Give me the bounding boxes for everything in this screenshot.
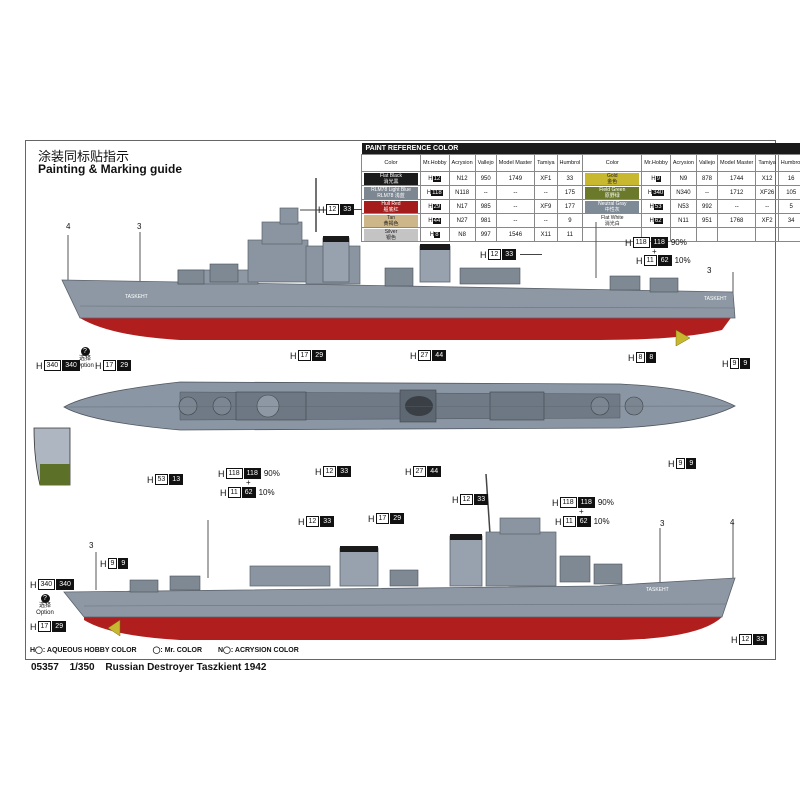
title-english: Painting & Marking guide: [38, 162, 183, 176]
plus-sign: +: [652, 247, 657, 256]
mark-3: 3: [660, 519, 665, 528]
side-profile-top: TASKEHT TASKEHT: [61, 178, 736, 347]
title-chinese: 涂装同标贴指示: [38, 150, 130, 165]
acrysion-code: N8: [448, 227, 476, 242]
hull-name-top-stern: TASKEHT: [704, 296, 727, 302]
col-header: Tamiya: [534, 154, 558, 172]
legend-mr-color: ◯: Mr. COLOR: [152, 647, 203, 654]
funnel-1: [322, 237, 350, 283]
hull-name-bottom: TASKEHT: [646, 587, 669, 593]
plan-view: [63, 381, 736, 431]
hull-name-top: TASKEHT: [125, 294, 148, 300]
empty-cell: [777, 227, 800, 242]
paint-table-heading: PAINT REFERENCE COLOR: [361, 143, 800, 155]
funnel-bottom-1: [339, 547, 379, 587]
mark-3: 3: [89, 541, 94, 550]
funnel-bottom-2: [449, 535, 483, 587]
propeller-bottom: [107, 619, 121, 637]
kit-title: Russian Destroyer Taszkient 1942: [105, 662, 267, 673]
mr-hobby-code: H118: [420, 185, 450, 200]
paint-code-legend: H◯: AQUEOUS HOBBY COLOR ◯: Mr. COLOR N◯:…: [30, 646, 313, 654]
kit-scale: 1/350: [69, 662, 95, 673]
mark-4: 4: [730, 518, 735, 527]
mark-4: 4: [66, 222, 71, 231]
tamiya-code: XF2: [755, 213, 779, 228]
funnel-2: [419, 245, 451, 283]
hull-gray-top: [61, 279, 736, 319]
side-profile-bottom: TASKEHT: [63, 473, 736, 640]
hull-red-top: [80, 315, 733, 340]
question-icon: ?: [40, 594, 50, 603]
tamiya-code: X11: [534, 227, 558, 242]
empty-cell: [582, 227, 643, 242]
kit-code: 05357: [31, 662, 59, 673]
paint-reference-table: PAINT REFERENCE COLOR Color Mr.Hobby Acr…: [361, 143, 800, 242]
footer-title: 05357 1/350 Russian Destroyer Taszkient …: [31, 662, 274, 673]
legend-aqueous: H◯: AQUEOUS HOBBY COLOR: [30, 647, 137, 654]
hull-red-bottom: [84, 617, 722, 640]
propeller-top: [675, 329, 691, 347]
empty-cell: [755, 227, 779, 242]
question-icon: ?: [80, 347, 90, 356]
mark-3: 3: [707, 266, 712, 275]
option-hull-green: [40, 464, 70, 485]
plus-sign: +: [246, 478, 251, 487]
legend-acrysion: N◯: ACRYSION COLOR: [217, 647, 299, 654]
plus-sign: +: [579, 507, 584, 516]
mark-3: 3: [137, 222, 142, 231]
hull-gray-bottom: [63, 577, 736, 618]
